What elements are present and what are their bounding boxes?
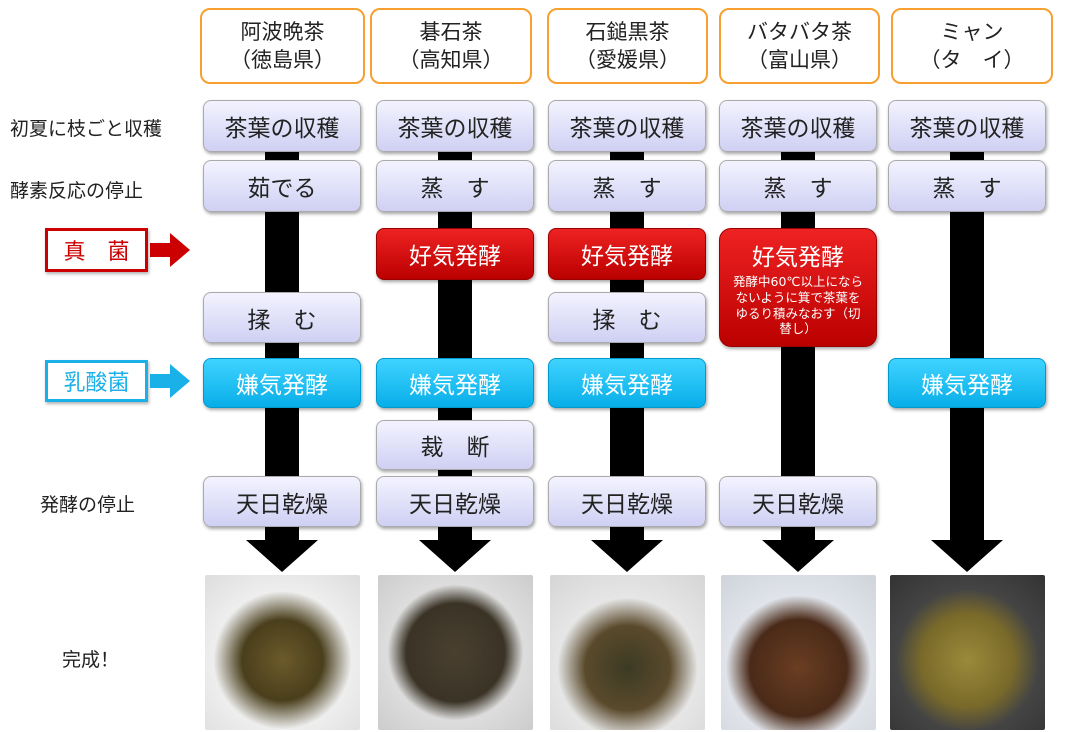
step-harvest: 茶葉の収穫 bbox=[203, 100, 361, 152]
step-rub: 揉 む bbox=[548, 292, 706, 343]
step-lactic: 嫌気発酵 bbox=[203, 358, 361, 408]
step-aerobic-fermentation: 好気発酵発酵中60℃以上にならないように箕で茶葉をゆるり積みなおす（切替し） bbox=[719, 228, 877, 347]
step-stop: 蒸 す bbox=[888, 160, 1046, 212]
step-harvest: 茶葉の収穫 bbox=[376, 100, 534, 152]
step-fungus: 好気発酵 bbox=[548, 228, 706, 280]
column-header: 石鎚黒茶 （愛媛県） bbox=[547, 8, 708, 84]
legend-fungus: 真 菌 bbox=[45, 228, 148, 272]
step-stop: 蒸 す bbox=[719, 160, 877, 212]
column-header: バタバタ茶 （富山県） bbox=[719, 8, 880, 84]
finished-tea-photo bbox=[550, 575, 705, 730]
step-harvest: 茶葉の収穫 bbox=[888, 100, 1046, 152]
legend-lactic-label: 乳酸菌 bbox=[63, 371, 130, 396]
arrow-down-icon bbox=[762, 540, 834, 572]
row-label-stop-ferment: 発酵の停止 bbox=[40, 494, 136, 516]
step-label: 好気発酵 bbox=[752, 245, 844, 272]
step-note: 発酵中60℃以上にならないように箕で茶葉をゆるり積みなおす（切替し） bbox=[733, 274, 863, 337]
finished-tea-photo bbox=[378, 575, 533, 730]
step-harvest: 茶葉の収穫 bbox=[548, 100, 706, 152]
arrow-down-icon bbox=[931, 540, 1003, 572]
finished-tea-photo bbox=[205, 575, 360, 730]
arrow-right-icon bbox=[150, 374, 172, 388]
column-header: 阿波晩茶 （徳島県） bbox=[200, 8, 365, 84]
arrow-down-icon bbox=[246, 540, 318, 572]
step-cut: 裁 断 bbox=[376, 420, 534, 470]
column-header: 碁石茶 （高知県） bbox=[370, 8, 532, 84]
finished-tea-photo bbox=[721, 575, 876, 730]
flow-arrow-shaft bbox=[950, 150, 984, 542]
legend-lactic: 乳酸菌 bbox=[45, 360, 148, 402]
step-stop: 蒸 す bbox=[376, 160, 534, 212]
step-stop: 蒸 す bbox=[548, 160, 706, 212]
arrow-right-icon bbox=[150, 243, 172, 257]
legend-fungus-label: 真 菌 bbox=[63, 240, 130, 265]
row-label-harvest: 初夏に枝ごと収穫 bbox=[10, 118, 163, 140]
step-lactic: 嫌気発酵 bbox=[376, 358, 534, 408]
step-harvest: 茶葉の収穫 bbox=[719, 100, 877, 152]
step-dry: 天日乾燥 bbox=[548, 476, 706, 527]
arrow-right-icon bbox=[170, 364, 190, 398]
step-lactic: 嫌気発酵 bbox=[888, 358, 1046, 408]
row-label-stop-enzyme: 酵素反応の停止 bbox=[10, 180, 144, 202]
arrow-down-icon bbox=[419, 540, 491, 572]
step-dry: 天日乾燥 bbox=[203, 476, 361, 527]
step-stop: 茹でる bbox=[203, 160, 361, 212]
step-rub: 揉 む bbox=[203, 292, 361, 343]
column-header: ミャン （タ イ） bbox=[891, 8, 1053, 84]
arrow-down-icon bbox=[591, 540, 663, 572]
finished-tea-photo bbox=[890, 575, 1045, 730]
step-dry: 天日乾燥 bbox=[719, 476, 877, 527]
row-label-done: 完成！ bbox=[62, 649, 120, 671]
step-fungus: 好気発酵 bbox=[376, 228, 534, 280]
step-dry: 天日乾燥 bbox=[376, 476, 534, 527]
arrow-right-icon bbox=[170, 233, 190, 267]
step-lactic: 嫌気発酵 bbox=[548, 358, 706, 408]
